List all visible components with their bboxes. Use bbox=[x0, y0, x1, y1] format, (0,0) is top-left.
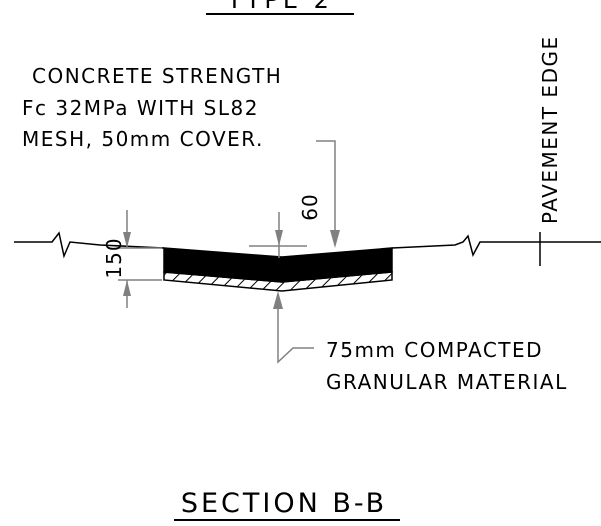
concrete-note-line-3: MESH, 50mm COVER. bbox=[22, 127, 264, 151]
concrete-note-line-1: CONCRETE STRENGTH bbox=[32, 64, 282, 88]
concrete-leader bbox=[316, 140, 336, 232]
ground-line-right bbox=[391, 234, 601, 258]
dim-150-text: 150 bbox=[102, 237, 126, 278]
concrete-note: CONCRETE STRENGTH Fc 32MPa WITH SL82 MES… bbox=[22, 64, 340, 248]
dim-150-arrow-top bbox=[123, 232, 131, 248]
concrete-leader-arrow bbox=[330, 230, 340, 248]
section-title: SECTION B-B bbox=[181, 488, 387, 519]
base-leader bbox=[277, 305, 314, 364]
base-leader-arrow bbox=[273, 291, 283, 309]
base-note: 75mm COMPACTED GRANULAR MATERIAL bbox=[273, 291, 568, 394]
pavement-edge-group: PAVEMENT EDGE bbox=[538, 35, 562, 266]
granular-base bbox=[163, 271, 393, 292]
dim-60-text: 60 bbox=[298, 193, 322, 220]
concrete-note-line-2: Fc 32MPa WITH SL82 bbox=[22, 96, 259, 120]
ground-line-left bbox=[14, 231, 165, 259]
header-title: TYPE 2 bbox=[226, 0, 333, 14]
dim-150-arrow-bottom bbox=[123, 280, 131, 296]
ground-line bbox=[14, 231, 601, 259]
dimension-150 bbox=[118, 210, 162, 308]
header-group: TYPE 2 bbox=[206, 0, 354, 15]
base-note-line-1: 75mm COMPACTED bbox=[326, 338, 543, 362]
dim-60-arrow bbox=[275, 230, 283, 246]
pavement-edge-label: PAVEMENT EDGE bbox=[538, 35, 562, 224]
base-note-line-2: GRANULAR MATERIAL bbox=[326, 370, 568, 394]
section-title-group: SECTION B-B bbox=[174, 488, 400, 521]
dimension-60 bbox=[249, 212, 307, 258]
